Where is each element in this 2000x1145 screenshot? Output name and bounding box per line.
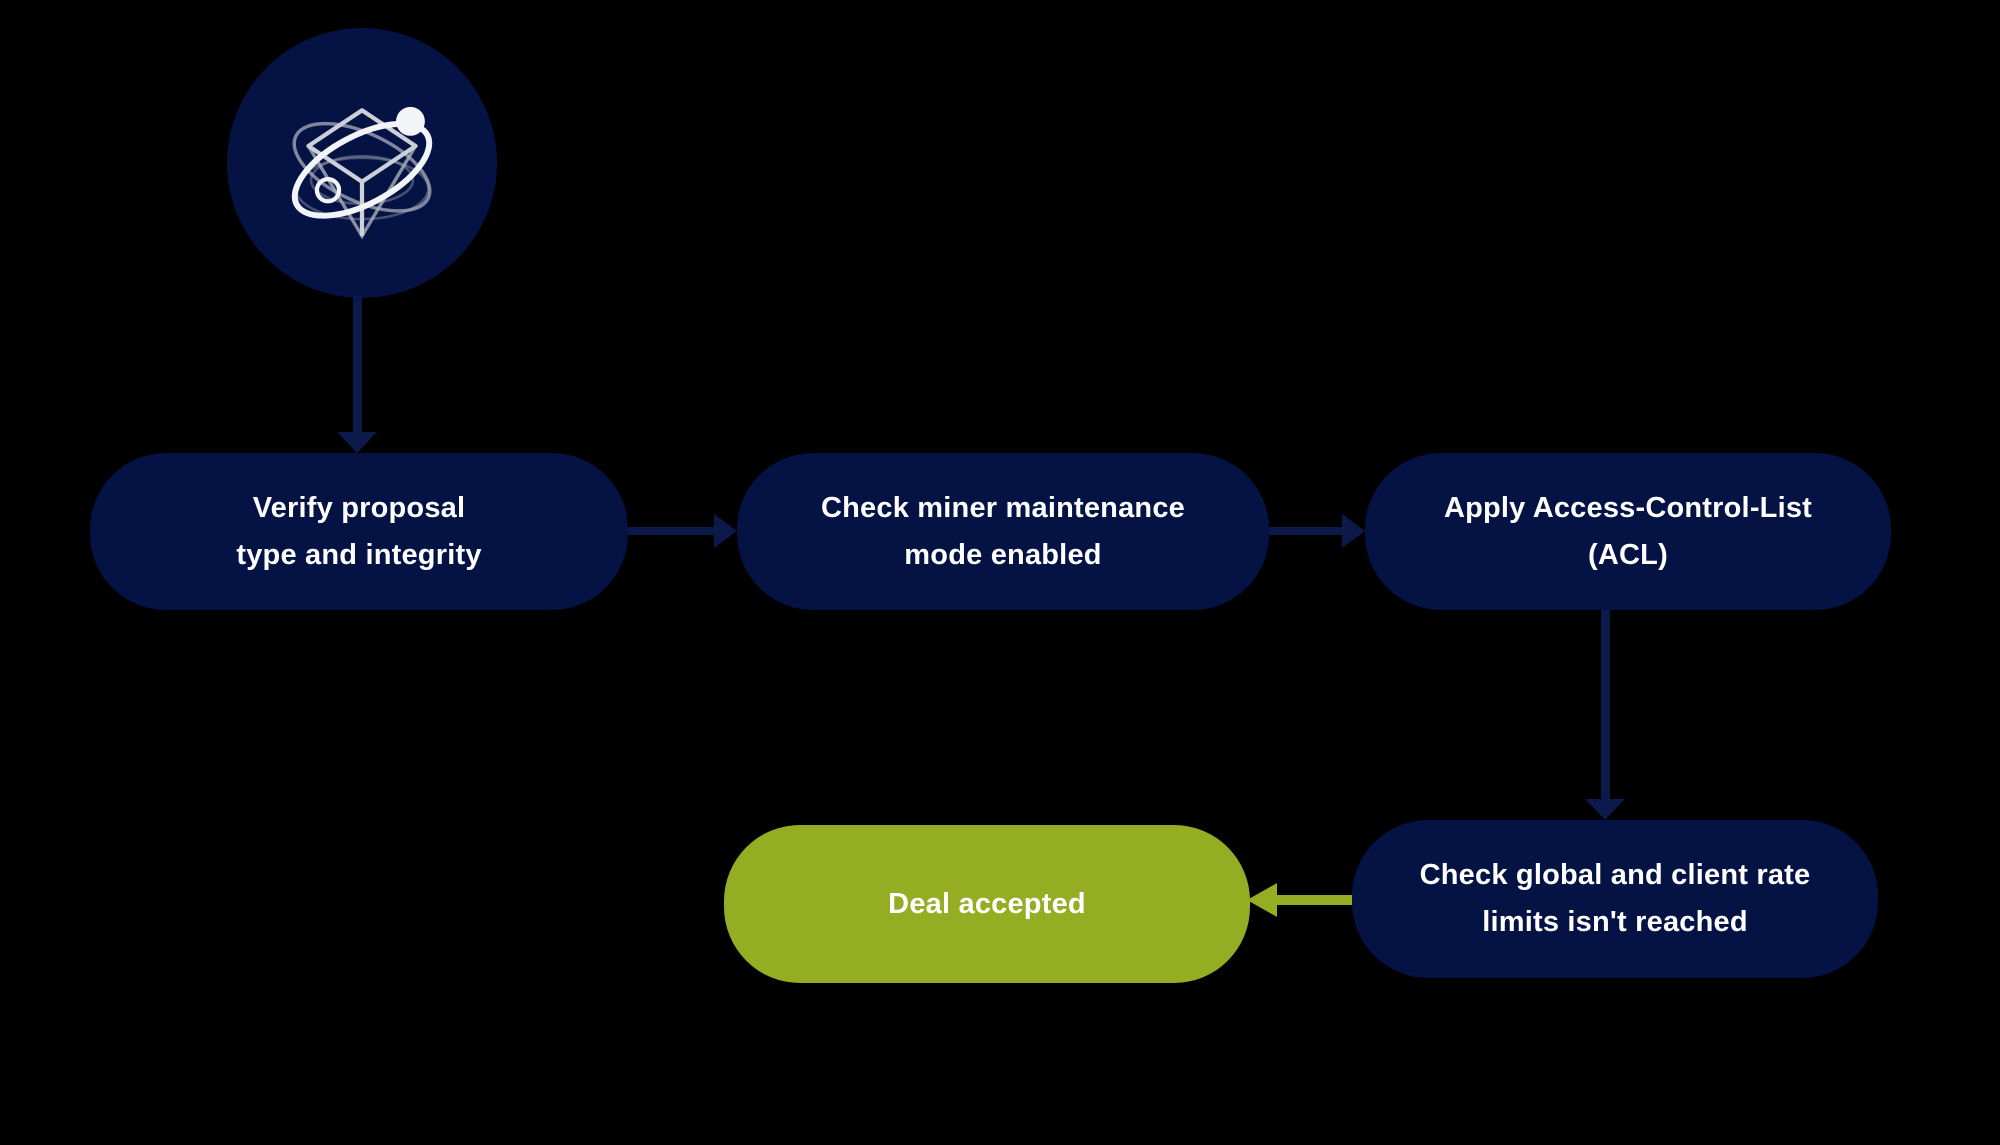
connector-start-to-verify-arrow: [337, 296, 377, 453]
node-apply-acl: Apply Access-Control-List (ACL): [1365, 453, 1891, 610]
connector-acl-to-rate-limits-arrow: [1585, 610, 1625, 820]
node-label-line: type and integrity: [236, 538, 482, 571]
arrow-stem: [628, 527, 714, 535]
arrow-stem: [352, 296, 362, 432]
node-verify-proposal: Verify proposal type and integrity: [90, 453, 628, 610]
connector-rate-limits-to-deal-accepted-arrow: [1247, 883, 1352, 917]
arrow-stem: [1269, 527, 1342, 535]
node-label-line: limits isn't reached: [1482, 906, 1748, 938]
node-label-line: Check miner maintenance: [820, 491, 1185, 524]
connector-maintenance-to-acl-arrow: [1269, 514, 1365, 548]
arrow-stem: [1600, 610, 1610, 799]
arrow-head-right-icon: [714, 514, 737, 548]
node-label-line: (ACL): [1588, 538, 1668, 571]
arrow-head-right-icon: [1342, 514, 1365, 548]
node-miner-maintenance: Check miner maintenance mode enabled: [737, 453, 1269, 610]
node-rate-limits: Check global and client rate limits isn'…: [1352, 820, 1878, 978]
node-deal-accepted: Deal accepted: [724, 825, 1250, 983]
node-label-line: Verify proposal: [252, 491, 466, 524]
start-node-logo-circle: [227, 28, 497, 298]
connector-verify-to-maintenance-arrow: [628, 514, 737, 548]
arrow-head-down-icon: [337, 432, 377, 453]
node-label-line: mode enabled: [904, 538, 1102, 571]
arrow-head-left-icon: [1247, 883, 1277, 917]
cube-orbit-logo-icon: [291, 106, 433, 240]
node-label-line: Deal accepted: [888, 887, 1086, 920]
arrow-stem: [1277, 895, 1352, 905]
node-label-line: Check global and client rate: [1419, 859, 1811, 891]
arrow-head-down-icon: [1585, 799, 1625, 820]
node-label-line: Apply Access-Control-List: [1443, 491, 1813, 524]
